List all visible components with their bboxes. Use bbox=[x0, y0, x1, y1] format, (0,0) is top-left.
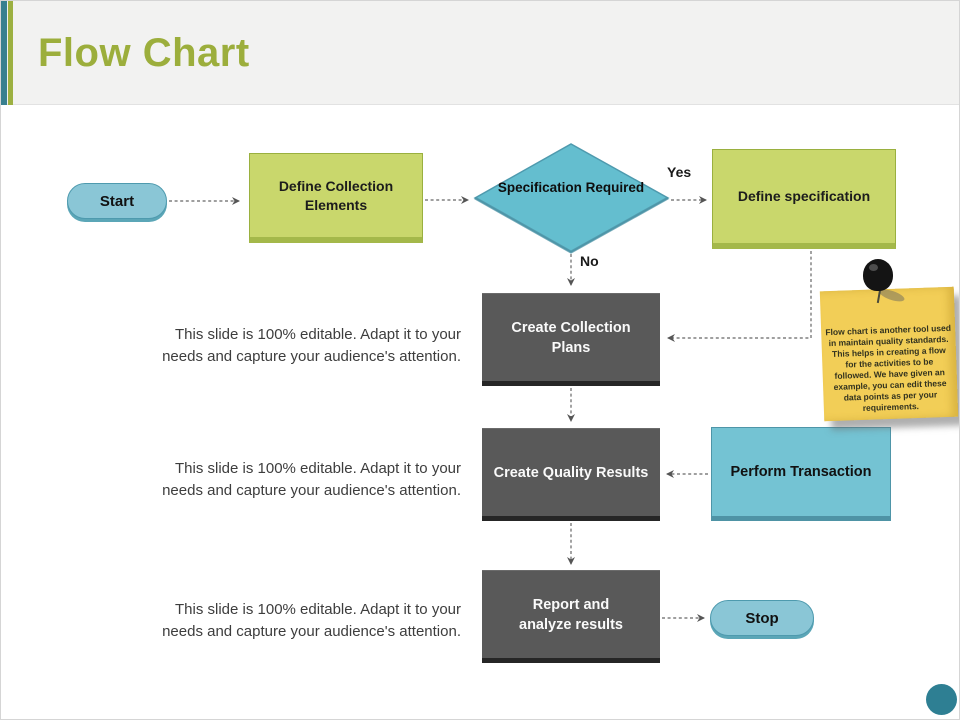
push-pin-icon bbox=[859, 259, 906, 305]
footer-circle-decoration bbox=[926, 684, 957, 715]
define-collection-label: Define Collection Elements bbox=[278, 177, 394, 213]
perform-transaction-label: Perform Transaction bbox=[730, 464, 872, 480]
flow-node-define-specification[interactable]: Define specification bbox=[712, 149, 896, 249]
start-label: Start bbox=[99, 192, 135, 210]
define-specification-label: Define specification bbox=[737, 188, 871, 204]
flow-node-define-collection-elements[interactable]: Define Collection Elements bbox=[249, 153, 423, 243]
flow-node-stop[interactable]: Stop bbox=[710, 600, 814, 636]
create-plans-label: Create Collection Plans bbox=[511, 319, 631, 356]
flow-node-perform-transaction[interactable]: Perform Transaction bbox=[711, 427, 891, 521]
flow-node-decision-diamond[interactable] bbox=[471, 141, 671, 255]
page-title: Flow Chart bbox=[38, 31, 250, 75]
flow-node-start[interactable]: Start bbox=[67, 183, 167, 219]
report-label: Report and analyze results bbox=[519, 596, 623, 633]
accent-bar-teal bbox=[1, 1, 7, 105]
flow-node-report-analyze-results[interactable]: Report and analyze results bbox=[482, 570, 660, 663]
branch-label-yes: Yes bbox=[667, 164, 692, 180]
flow-node-create-quality-results[interactable]: Create Quality Results bbox=[482, 428, 660, 521]
flow-node-create-collection-plans[interactable]: Create Collection Plans bbox=[482, 293, 660, 386]
header-strip bbox=[1, 1, 959, 105]
branch-label-no: No bbox=[580, 253, 599, 269]
create-quality-label: Create Quality Results bbox=[493, 464, 649, 481]
editable-text-block-3[interactable]: This slide is 100% editable. Adapt it to… bbox=[162, 601, 461, 640]
editable-text-block-1[interactable]: This slide is 100% editable. Adapt it to… bbox=[162, 326, 461, 365]
stop-label: Stop bbox=[745, 609, 779, 627]
editable-text-block-2[interactable]: This slide is 100% editable. Adapt it to… bbox=[162, 460, 461, 499]
sticky-note-text: Flow chart is another tool used in maint… bbox=[825, 322, 952, 413]
accent-bar-green bbox=[8, 1, 13, 105]
decision-label: Specification Required bbox=[497, 180, 645, 195]
sticky-note[interactable]: Flow chart is another tool used in maint… bbox=[819, 286, 959, 422]
